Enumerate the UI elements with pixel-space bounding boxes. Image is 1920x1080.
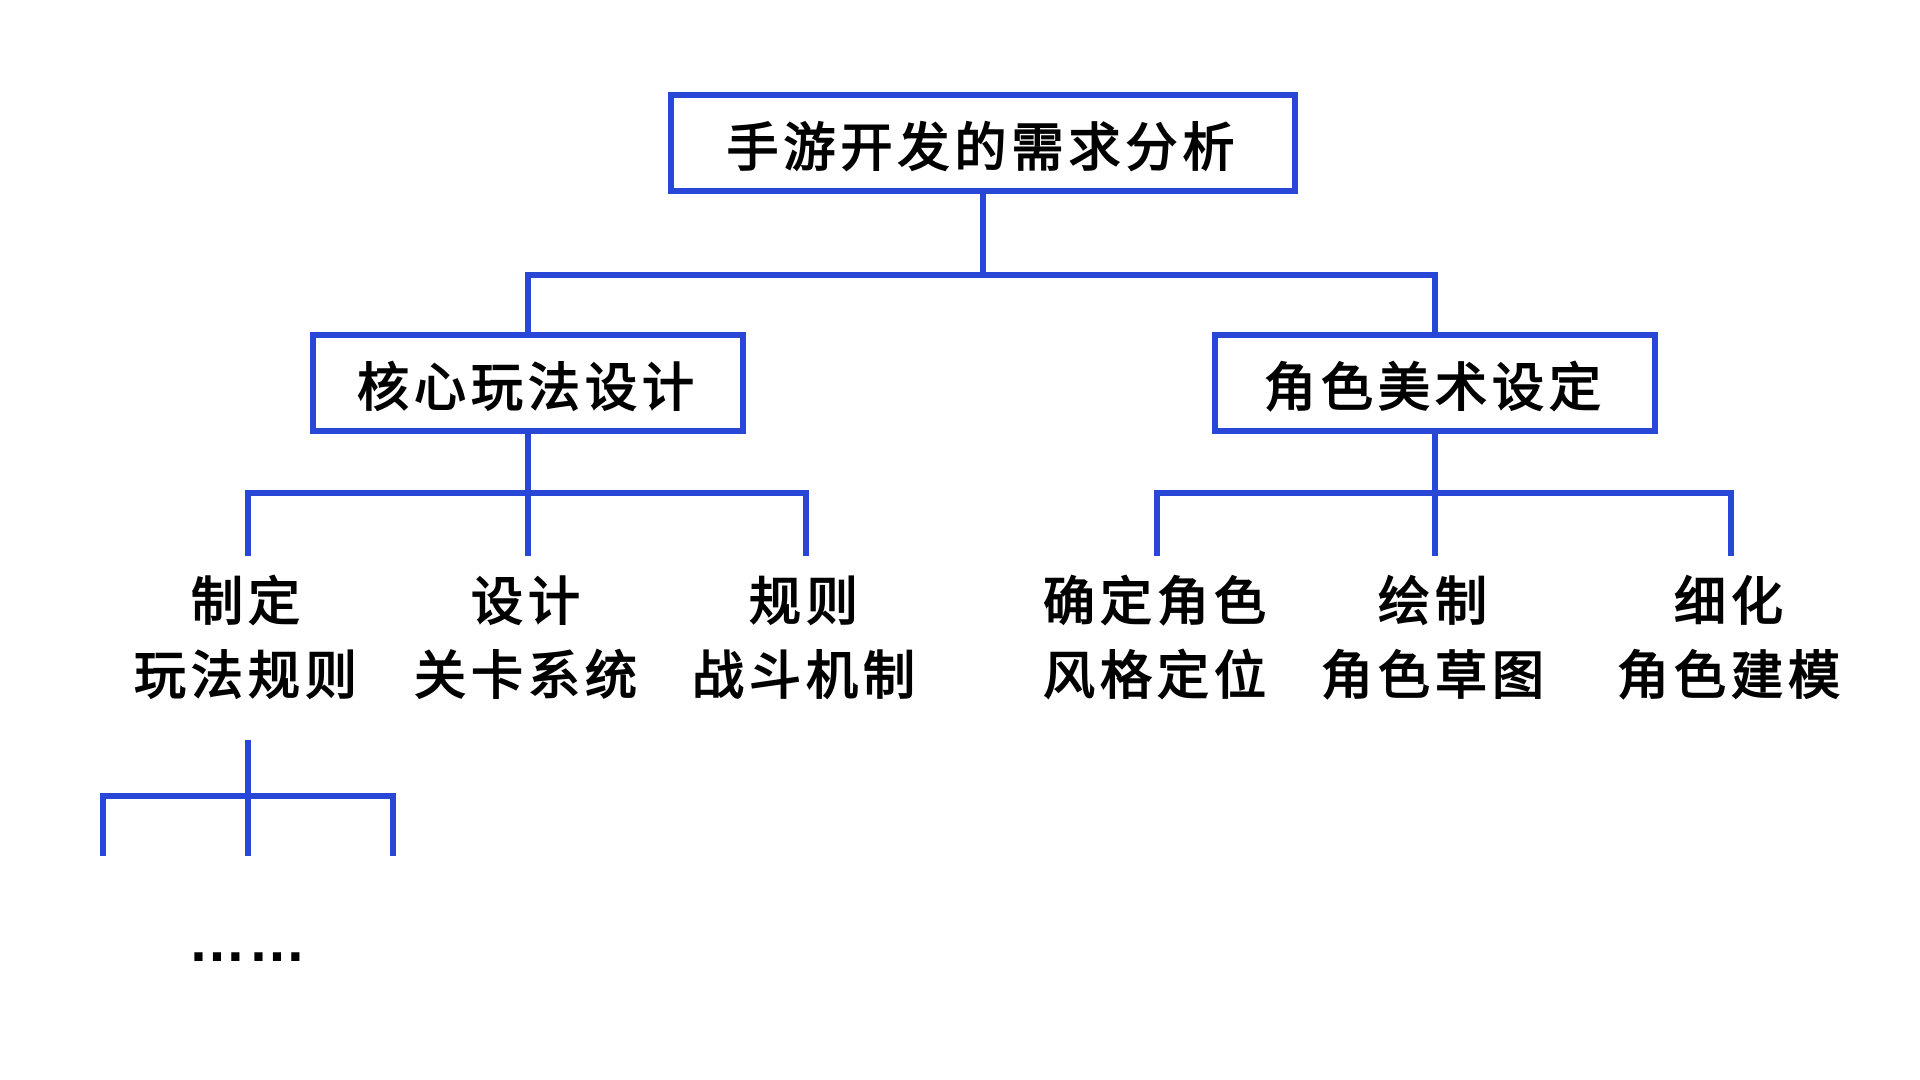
connector-right-leaves-bar — [1154, 490, 1734, 496]
connector-to-right-branch — [1432, 272, 1438, 332]
leaf-line1: 确定角色 — [1042, 574, 1271, 632]
leaf-line1: 绘制 — [1377, 574, 1492, 632]
branch-node-character-art: 角色美术设定 — [1212, 332, 1658, 434]
connector-root-stem — [980, 194, 986, 272]
connector-right-branch-stem — [1432, 434, 1438, 490]
leaf-line2: 角色草图 — [1320, 648, 1549, 706]
leaf-rules-combat-mechanism: 规则 战斗机制 — [646, 566, 966, 714]
connector-level1-bar — [525, 272, 1438, 278]
connector-left-branch-stem — [525, 434, 531, 490]
ellipsis-label: …… — [188, 909, 308, 974]
leaf-design-level-system: 设计 关卡系统 — [368, 566, 688, 714]
leaf-line2: 风格定位 — [1042, 648, 1271, 706]
leaf-line1: 细化 — [1673, 574, 1788, 632]
connector-right-leaf1-stub — [1154, 490, 1160, 556]
leaf-line2: 玩法规则 — [133, 648, 362, 706]
connector-subbranch-right-stub — [390, 793, 396, 856]
connector-right-leaf3-stub — [1728, 490, 1734, 556]
connector-subbranch-bar — [100, 793, 396, 799]
leaf-line1: 规则 — [748, 574, 863, 632]
connector-to-left-branch — [525, 272, 531, 332]
connector-right-leaf2-stub — [1432, 490, 1438, 556]
leaf-line2: 关卡系统 — [413, 648, 642, 706]
root-node: 手游开发的需求分析 — [668, 92, 1298, 194]
connector-left-leaf1-stub — [245, 490, 251, 556]
leaf-draw-character-sketch: 绘制 角色草图 — [1275, 566, 1595, 714]
leaf-make-gameplay-rules: 制定 玩法规则 — [88, 566, 408, 714]
connector-left-leaf3-stub — [803, 490, 809, 556]
leaf-line2: 角色建模 — [1616, 648, 1845, 706]
connector-subbranch-left-stub — [100, 793, 106, 856]
leaf-line1: 制定 — [190, 574, 305, 632]
leaf-character-style-positioning: 确定角色 风格定位 — [997, 566, 1317, 714]
branch-node-core-gameplay: 核心玩法设计 — [310, 332, 746, 434]
leaf-line2: 战斗机制 — [691, 648, 920, 706]
leaf-refine-character-modeling: 细化 角色建模 — [1571, 566, 1891, 714]
leaf-line1: 设计 — [470, 574, 585, 632]
connector-left-leaf2-stub — [525, 490, 531, 556]
